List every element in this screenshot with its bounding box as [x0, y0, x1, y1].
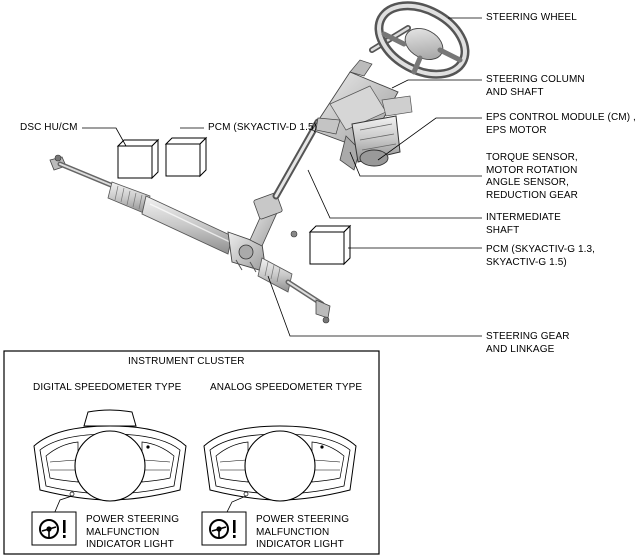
- pcm-skyactiv-d-box: [164, 136, 208, 178]
- leader-intermediate-shaft: [307, 169, 482, 219]
- label-intermediate-shaft: INTERMEDIATE SHAFT: [486, 212, 561, 236]
- leader-steering-gear: [267, 275, 482, 337]
- label-steering-gear: STEERING GEAR AND LINKAGE: [486, 331, 570, 355]
- steering-gear-and-linkage: [49, 154, 331, 324]
- pcm-skyactiv-g-box: [308, 224, 352, 266]
- label-pcm-skyactiv-d: PCM (SKYACTIV-D 1.5): [208, 122, 318, 133]
- analog-speedometer-type-label: ANALOG SPEEDOMETER TYPE: [210, 382, 363, 393]
- steering-wheel: [374, 1, 470, 79]
- dsc-hu-cm-box: [116, 138, 160, 180]
- leader-steering-column: [391, 79, 482, 89]
- instrument-cluster-title: INSTRUMENT CLUSTER: [128, 356, 245, 367]
- leader-torque-sensor: [349, 151, 482, 177]
- digital-speedometer-cluster: [33, 409, 187, 515]
- indicator-label-digital: POWER STEERING MALFUNCTION INDICATOR LIG…: [86, 514, 180, 550]
- digital-speedometer-type-label: DIGITAL SPEEDOMETER TYPE: [33, 382, 182, 393]
- label-pcm-skyactiv-g: PCM (SKYACTIV-G 1.3, SKYACTIV-G 1.5): [486, 244, 596, 268]
- instrument-cluster-frame: [3, 350, 380, 555]
- leader-eps-module: [377, 117, 482, 161]
- eps-control-module: [351, 115, 401, 167]
- label-torque-sensor: TORQUE SENSOR, MOTOR ROTATION ANGLE SENS…: [486, 152, 578, 201]
- leader-dsc: [82, 127, 127, 147]
- leader-lines: [82, 17, 482, 337]
- analog-speedometer-cluster: [203, 425, 357, 515]
- intermediate-shaft: [249, 118, 322, 247]
- label-dsc-hu-cm: DSC HU/CM: [20, 122, 78, 133]
- indicator-label-analog: POWER STEERING MALFUNCTION INDICATOR LIG…: [256, 514, 350, 550]
- steering-warning-icon: [31, 511, 77, 546]
- steering-warning-icon: [201, 511, 247, 546]
- label-eps-control-module: EPS CONTROL MODULE (CM) , EPS MOTOR: [486, 112, 636, 136]
- label-steering-column: STEERING COLUMN AND SHAFT: [486, 74, 585, 98]
- label-steering-wheel: STEERING WHEEL: [486, 12, 577, 23]
